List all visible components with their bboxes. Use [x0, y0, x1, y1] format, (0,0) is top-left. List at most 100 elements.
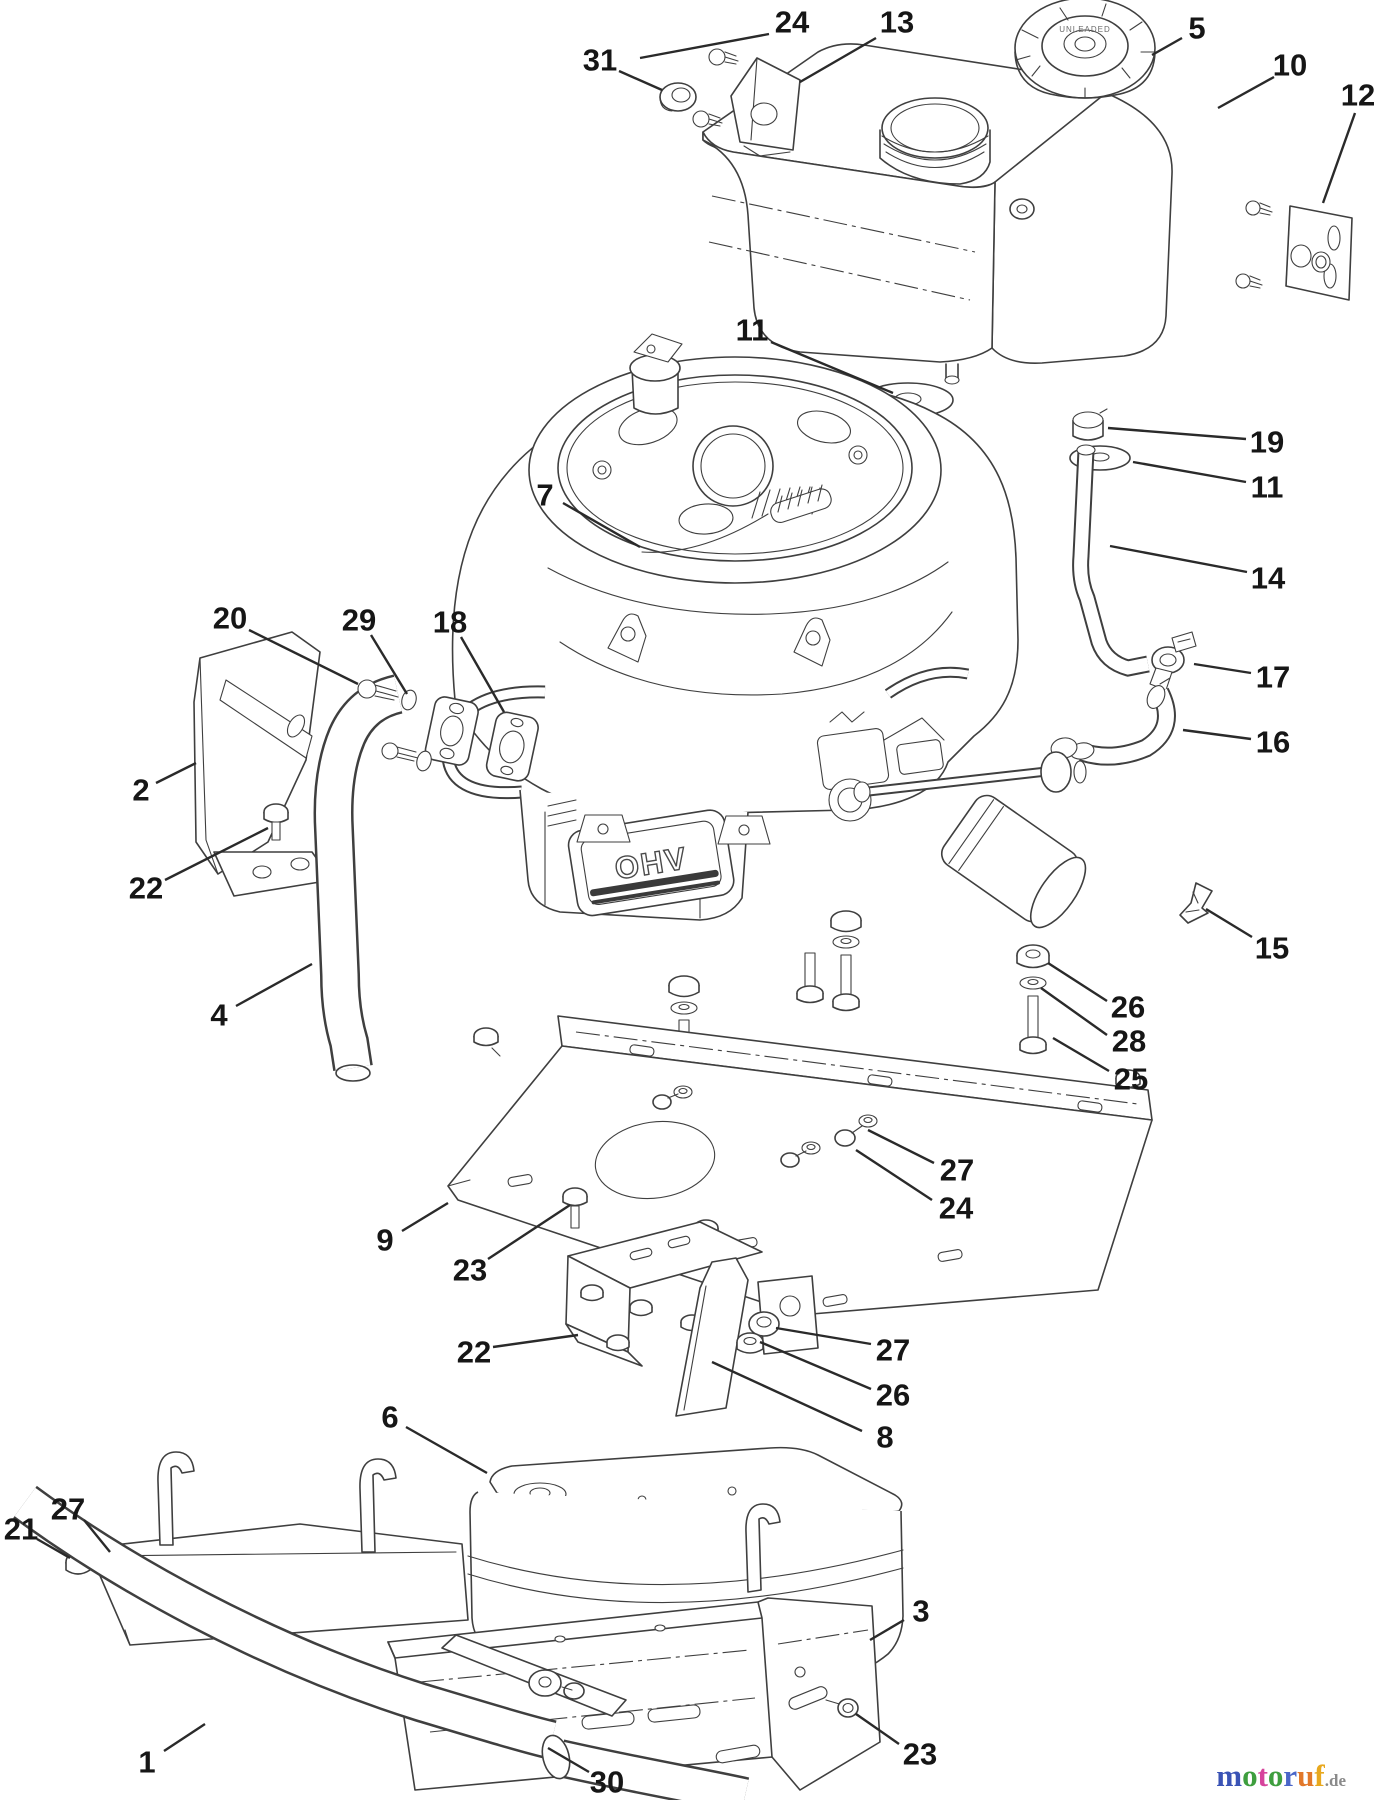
- callout-leader-line: [1151, 36, 1183, 57]
- throttle-rod: [853, 751, 1087, 803]
- callout-leader-line: [36, 1537, 71, 1560]
- bumper-assembly: [13, 1451, 781, 1800]
- callout-leader-line: [405, 1425, 488, 1475]
- callout-14: 14: [1109, 544, 1286, 596]
- callout-leader-line: [562, 501, 641, 549]
- callout-26: 26: [1047, 961, 1145, 1025]
- engine-plate: [447, 1015, 1153, 1316]
- callout-22: 22: [129, 826, 269, 906]
- callout-number: 23: [903, 1737, 937, 1772]
- recoil-handle: [641, 484, 832, 553]
- callout-number: 1: [138, 1745, 155, 1780]
- callout-leader-line: [1193, 662, 1252, 675]
- callout-26: 26: [759, 1340, 910, 1413]
- callout-23: 23: [855, 1713, 937, 1772]
- callout-number: 6: [381, 1400, 398, 1435]
- callout-leader-line: [639, 32, 770, 60]
- callout-number: 12: [1341, 78, 1375, 113]
- callout-leader-line: [1182, 728, 1252, 741]
- callout-24: 24: [639, 5, 810, 60]
- callout-number: 26: [1111, 990, 1145, 1025]
- callout-number: 3: [912, 1594, 929, 1629]
- fuel-tank: [702, 43, 1173, 385]
- fuel-cap-label: UNLEADED: [1059, 25, 1111, 34]
- callout-leader-line: [867, 1128, 935, 1165]
- callout-21: 21: [4, 1512, 71, 1560]
- callout-19: 19: [1107, 425, 1284, 460]
- callout-number: 29: [342, 603, 376, 638]
- callout-28: 28: [1040, 987, 1146, 1059]
- callout-leader-line: [855, 1713, 900, 1745]
- engine: OHV: [441, 333, 1087, 929]
- callout-3: 3: [869, 1594, 930, 1642]
- callout-24: 24: [855, 1148, 974, 1226]
- callout-number: 10: [1273, 48, 1307, 83]
- carburetor: [816, 666, 970, 822]
- heat-shield: [193, 631, 333, 897]
- callout-number: 22: [129, 871, 163, 906]
- callout-number: 27: [940, 1153, 974, 1188]
- callout-6: 6: [381, 1400, 488, 1475]
- callout-leader-line: [869, 1618, 905, 1642]
- callout-4: 4: [210, 962, 313, 1033]
- frame-bolt: [825, 1698, 859, 1718]
- callout-18: 18: [433, 605, 506, 713]
- tank-side-bracket: [1235, 200, 1353, 301]
- callout-number: 2: [132, 773, 149, 808]
- callout-number: 9: [376, 1223, 393, 1258]
- callout-11: 11: [1132, 460, 1283, 505]
- callout-number: 27: [51, 1492, 85, 1527]
- callout-leader-line: [1205, 907, 1253, 939]
- callout-number: 18: [433, 605, 467, 640]
- exhaust-gasket: [485, 711, 539, 782]
- callout-10: 10: [1217, 48, 1307, 110]
- callout-29: 29: [342, 603, 409, 695]
- callout-leader-line: [401, 1201, 449, 1233]
- callout-number: 16: [1256, 725, 1290, 760]
- fuel-line-parts: [862, 382, 1197, 766]
- bolt-25: [1019, 995, 1047, 1055]
- callout-leader-line: [1052, 1036, 1110, 1073]
- callout-leader-line: [492, 1333, 579, 1349]
- callout-leader-line: [1040, 987, 1108, 1036]
- callout-number: 25: [1114, 1062, 1148, 1097]
- fuel-cap: UNLEADED: [1014, 0, 1156, 99]
- callout-25: 25: [1052, 1036, 1148, 1097]
- callout-number: 30: [590, 1765, 624, 1800]
- callout-leader-line: [618, 69, 663, 92]
- callout-31: 31: [583, 43, 663, 92]
- callout-number: 24: [939, 1191, 974, 1226]
- callout-number: 4: [210, 998, 228, 1033]
- callout-leader-line: [547, 1746, 590, 1774]
- callout-number: 19: [1250, 425, 1284, 460]
- callout-17: 17: [1193, 660, 1290, 695]
- callout-number: 20: [213, 601, 247, 636]
- callout-leader-line: [83, 1519, 111, 1553]
- callout-leader-line: [711, 1360, 863, 1433]
- fuel-valve: [1149, 631, 1197, 691]
- exhaust-flange: [424, 696, 479, 766]
- callout-leader-line: [1107, 426, 1247, 441]
- muffler-bracket: [565, 1221, 819, 1417]
- callout-number: 22: [457, 1335, 491, 1370]
- callout-leader-line: [164, 826, 269, 882]
- callout-11: 11: [736, 313, 894, 395]
- callout-8: 8: [711, 1360, 894, 1455]
- callout-2: 2: [132, 761, 197, 808]
- callout-leader-line: [1047, 961, 1108, 1003]
- oil-fill-spout: [629, 333, 683, 415]
- oil-filter: [940, 794, 1087, 929]
- callout-number: 26: [876, 1378, 910, 1413]
- callout-leader-line: [1321, 112, 1357, 204]
- callout-1: 1: [138, 1722, 206, 1780]
- callout-20: 20: [213, 601, 359, 686]
- callout-leader-line: [759, 1340, 872, 1391]
- callout-number: 13: [880, 5, 914, 40]
- callout-7: 7: [536, 478, 641, 549]
- callout-number: 23: [453, 1253, 487, 1288]
- callout-leader-line: [770, 340, 894, 395]
- callout-leader-line: [248, 628, 359, 686]
- callout-15: 15: [1205, 907, 1289, 966]
